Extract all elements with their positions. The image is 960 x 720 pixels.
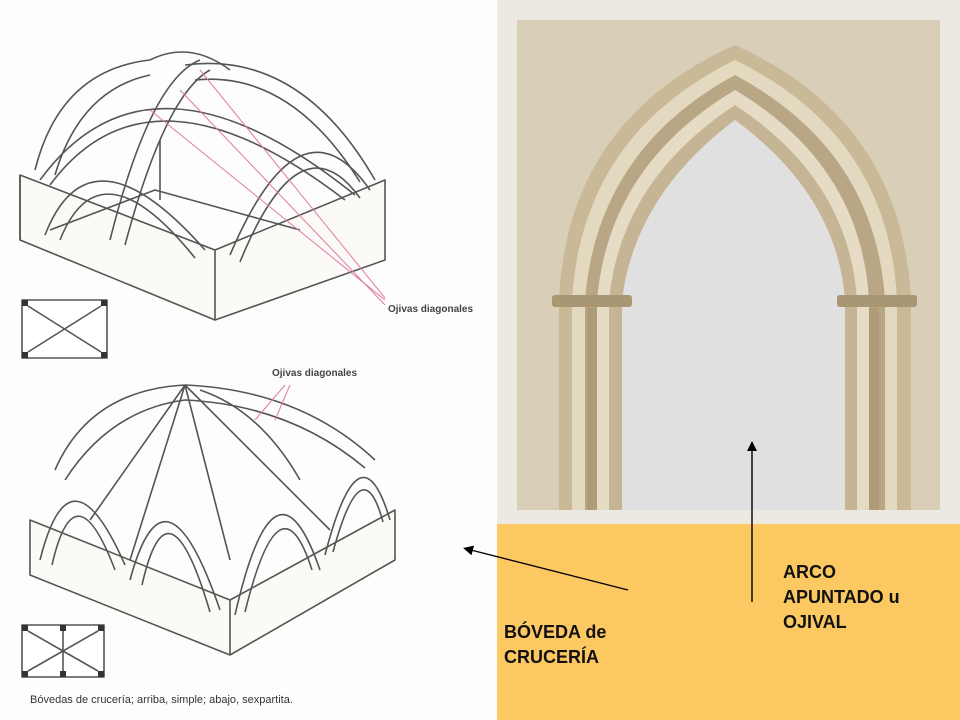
arch-opening bbox=[622, 120, 845, 510]
right-capital bbox=[837, 295, 917, 307]
boveda-label-line1: BÓVEDA de bbox=[504, 622, 607, 642]
arco-label: ARCO APUNTADO u OJIVAL bbox=[783, 560, 900, 635]
boveda-label: BÓVEDA de CRUCERÍA bbox=[504, 620, 606, 670]
ojivas-label-top: Ojivas diagonales bbox=[388, 304, 474, 315]
arco-label-line3: OJIVAL bbox=[783, 612, 847, 632]
left-capital bbox=[552, 295, 632, 307]
ojivas-leader-lines bbox=[149, 69, 386, 421]
simple-vault-plan bbox=[21, 299, 108, 359]
vault-drawings bbox=[19, 51, 396, 678]
ojivas-label-bottom: Ojivas diagonales bbox=[272, 368, 358, 379]
vault-drawing-panel: Ojivas diagonales Ojivas diagonales Bóve… bbox=[0, 0, 497, 720]
boveda-label-line2: CRUCERÍA bbox=[504, 647, 600, 667]
pointed-arch-panel bbox=[497, 0, 960, 720]
arco-label-line2: APUNTADO u bbox=[783, 587, 900, 607]
figure-caption: Bóvedas de crucería; arriba, simple; aba… bbox=[30, 694, 293, 706]
sexpartite-vault-plan bbox=[21, 624, 105, 678]
pointed-arch-photo bbox=[497, 0, 960, 524]
simple-rib-vault bbox=[19, 51, 386, 321]
sexpartite-rib-vault bbox=[29, 384, 396, 656]
arco-label-line1: ARCO bbox=[783, 562, 836, 582]
